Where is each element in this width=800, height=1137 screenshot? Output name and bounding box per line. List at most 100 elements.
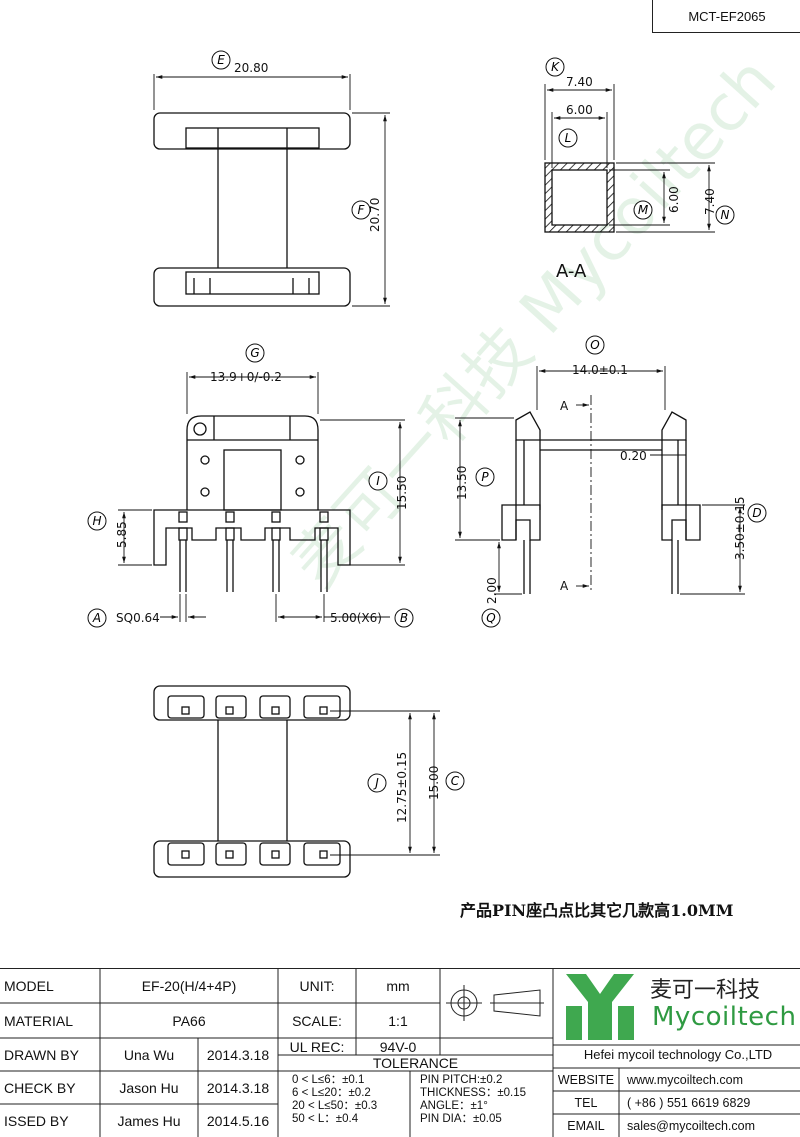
svg-text:H: H xyxy=(92,514,101,528)
dim-a: SQ0.64 xyxy=(116,611,160,625)
check-name: Jason Hu xyxy=(119,1079,179,1096)
section-title: A-A xyxy=(556,261,587,282)
watermark-text: 麦可一科技 Mycoiltech xyxy=(278,44,790,602)
svg-text:J: J xyxy=(373,776,379,790)
svg-text:P: P xyxy=(481,470,489,484)
balloon-c: C xyxy=(445,771,465,791)
dim-e: 20.80 xyxy=(234,61,268,75)
balloon-a: A xyxy=(87,608,107,628)
dim-p: 13.50 xyxy=(455,466,469,500)
material-label: MATERIAL xyxy=(4,1012,73,1029)
title-block-grid xyxy=(0,968,800,1137)
issued-date: 2014.5.16 xyxy=(206,1112,270,1129)
drawn-date: 2014.3.18 xyxy=(206,1046,270,1063)
email-label: EMAIL xyxy=(567,1118,605,1133)
check-date: 2014.3.18 xyxy=(206,1079,270,1096)
svg-text:M: M xyxy=(638,203,649,217)
balloon-n: N xyxy=(715,205,735,225)
dim-m: 6.00 xyxy=(667,186,681,213)
svg-text:B: B xyxy=(400,611,408,625)
section-mark-bottom: A xyxy=(560,579,569,593)
balloon-p: P xyxy=(475,467,495,487)
production-note: 产品PIN座凸点比其它几款高1.0MM xyxy=(460,901,734,920)
tel-value: ( +86 ) 551 6619 6829 xyxy=(627,1095,751,1110)
svg-text:N: N xyxy=(721,208,730,222)
tol-range-3: 20 < L≤50：±0.3 xyxy=(292,1100,378,1112)
technical-drawing: 麦可一科技 Mycoiltech xyxy=(87,44,791,878)
dim-o: 14.0±0.1 xyxy=(572,363,628,377)
balloons: E F K L M N G H I A B O P D Q J C xyxy=(87,50,767,793)
issued-name: James Hu xyxy=(117,1112,181,1129)
balloon-k: K xyxy=(545,57,565,77)
section-mark-top: A xyxy=(560,399,569,413)
balloon-d: D xyxy=(747,503,767,523)
dim-f: 20.70 xyxy=(368,198,382,232)
dim-g: 13.9+0/-0.2 xyxy=(210,370,282,384)
company-name: Hefei mycoil technology Co.,LTD xyxy=(583,1047,773,1062)
balloon-b: B xyxy=(394,608,414,628)
svg-text:A: A xyxy=(92,611,101,625)
balloon-q: Q xyxy=(481,608,501,628)
balloon-m: M xyxy=(633,200,653,220)
svg-text:K: K xyxy=(551,60,560,74)
model-label: MODEL xyxy=(4,977,54,994)
dim-l: 6.00 xyxy=(566,103,593,117)
projection-symbol xyxy=(446,985,544,1021)
scale-value: 1:1 xyxy=(388,1012,408,1029)
website-link[interactable]: www.mycoiltech.com xyxy=(627,1072,743,1087)
balloon-h: H xyxy=(87,511,107,531)
dim-n: 7.40 xyxy=(703,188,717,215)
dim-h: 5.85 xyxy=(115,521,129,548)
svg-text:I: I xyxy=(376,474,380,488)
section-a-a xyxy=(544,84,715,233)
drawn-name: Una Wu xyxy=(123,1046,175,1063)
svg-text:G: G xyxy=(250,346,259,360)
svg-text:D: D xyxy=(752,506,761,520)
email-link[interactable]: sales@mycoiltech.com xyxy=(627,1118,756,1133)
website-label: WEBSITE xyxy=(557,1072,615,1087)
unit-value: mm xyxy=(386,977,410,994)
dim-i: 15.50 xyxy=(395,476,409,510)
side-view xyxy=(455,366,745,595)
unit-label: UNIT: xyxy=(299,977,335,994)
issued-label: ISSED BY xyxy=(4,1112,69,1129)
dim-b: 5.00(X6) xyxy=(330,611,382,625)
top-view xyxy=(153,74,390,307)
svg-text:C: C xyxy=(451,774,460,788)
tel-label: TEL xyxy=(574,1095,598,1110)
dim-c: 15.00 xyxy=(427,766,441,800)
front-view xyxy=(118,372,405,622)
balloon-j: J xyxy=(367,773,387,793)
svg-text:Q: Q xyxy=(486,611,495,625)
tol-spec-3: ANGLE：±1° xyxy=(420,1100,488,1112)
tol-spec-2: THICKNESS：±0.15 xyxy=(420,1087,527,1099)
balloon-i: I xyxy=(368,471,388,491)
scale-label: SCALE: xyxy=(292,1012,342,1029)
dim-q: 2.00 xyxy=(485,577,499,604)
svg-text:F: F xyxy=(358,203,366,217)
tol-spec-1: PIN PITCH:±0.2 xyxy=(420,1074,503,1086)
dim-j: 12.75±0.15 xyxy=(395,752,409,823)
dim-k: 7.40 xyxy=(566,75,593,89)
logo-mark xyxy=(566,974,634,1040)
balloon-o: O xyxy=(585,335,605,355)
dim-r: 0.20 xyxy=(620,449,647,463)
balloon-f: F xyxy=(351,200,371,220)
svg-text:L: L xyxy=(565,131,572,145)
tolerance-ranges: 0 < L≤6：±0.1 6 < L≤20：±0.2 20 < L≤50：±0.… xyxy=(292,1074,410,1136)
drawn-label: DRAWN BY xyxy=(4,1046,79,1063)
balloon-e: E xyxy=(211,50,231,70)
dimension-texts: 20.80 20.70 7.40 6.00 6.00 7.40 13.9+0/-… xyxy=(115,61,747,823)
balloon-l: L xyxy=(558,128,578,148)
model-value: EF-20(H/4+4P) xyxy=(141,977,237,994)
tol-range-4: 50 < L：±0.4 xyxy=(292,1113,359,1125)
watermark: 麦可一科技 Mycoiltech xyxy=(278,44,790,602)
ul-label: UL REC: xyxy=(289,1038,345,1055)
ul-value: 94V-0 xyxy=(379,1038,417,1055)
check-label: CHECK BY xyxy=(4,1079,76,1096)
drawing-number: MCT-EF2065 xyxy=(652,0,800,33)
balloon-g: G xyxy=(245,343,265,363)
tol-range-1: 0 < L≤6：±0.1 xyxy=(292,1074,365,1086)
material-value: PA66 xyxy=(172,1012,206,1029)
svg-text:O: O xyxy=(590,338,599,352)
